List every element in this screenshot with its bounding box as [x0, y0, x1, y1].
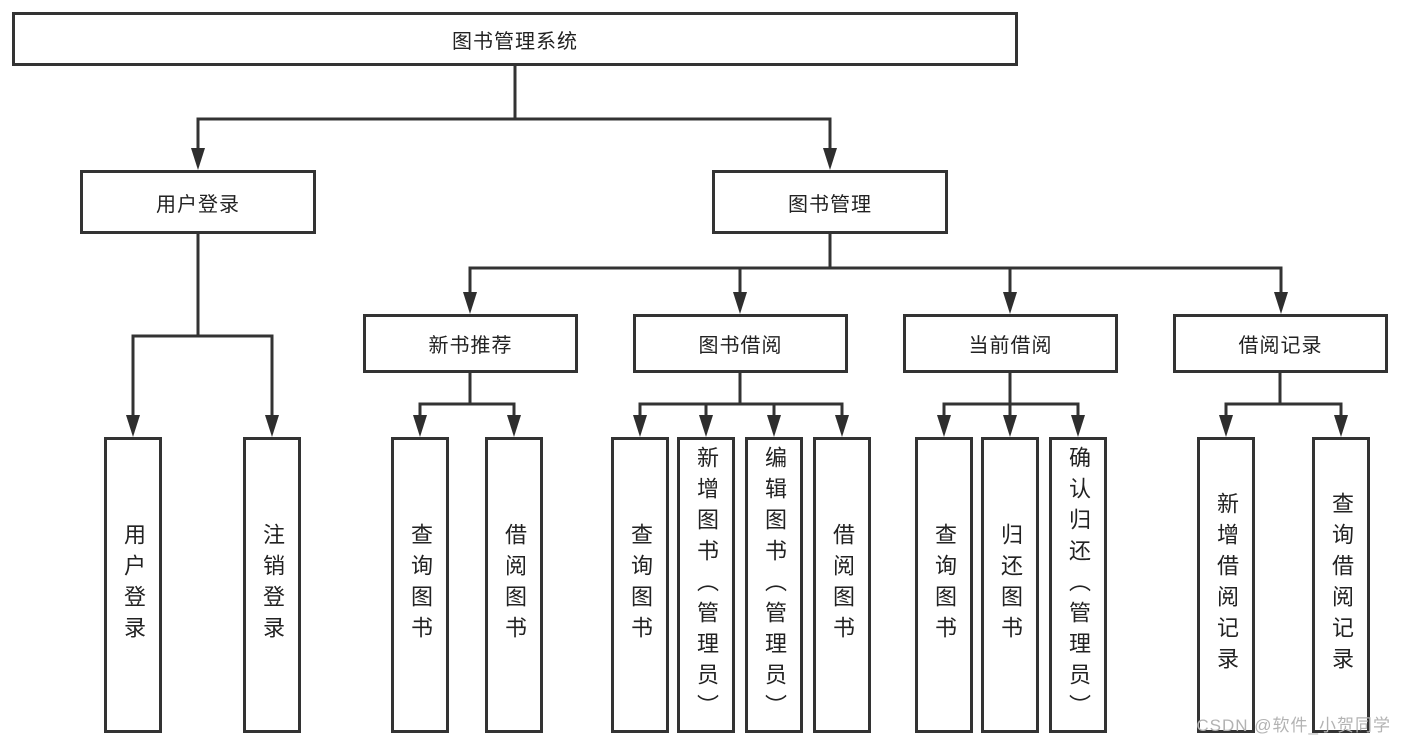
leaf-return-books: 归还图书: [981, 437, 1039, 733]
node-borrow-record: 借阅记录: [1173, 314, 1388, 373]
leaf-borrow-books-2-label: 借阅图书: [830, 523, 855, 647]
leaf-borrow-books-2: 借阅图书: [813, 437, 871, 733]
leaf-query-books-2: 查询图书: [611, 437, 669, 733]
leaf-query-books-3: 查询图书: [915, 437, 973, 733]
leaf-query-books-1-label: 查询图书: [408, 523, 433, 647]
leaf-add-books: 新增图书（管理员）: [677, 437, 735, 733]
arrowhead: [823, 148, 837, 170]
leaf-confirm-return-label: 确认归还（管理员）: [1066, 445, 1091, 725]
arrowhead: [835, 415, 849, 437]
leaf-query-record-label: 查询借阅记录: [1329, 492, 1354, 678]
connector-borrowrecord-to-leaves: [1224, 373, 1343, 418]
node-root: 图书管理系统: [12, 12, 1018, 66]
connector-userlogin-to-leaves: [131, 234, 274, 418]
arrowhead: [1334, 415, 1348, 437]
leaf-borrow-books-1: 借阅图书: [485, 437, 543, 733]
leaf-query-books-2-label: 查询图书: [628, 523, 653, 647]
arrowhead-layer: [126, 148, 1348, 437]
connector-root-to-level2: [196, 66, 832, 150]
leaf-user-login: 用户登录: [104, 437, 162, 733]
leaf-logout: 注销登录: [243, 437, 301, 733]
arrowhead: [1071, 415, 1085, 437]
arrowhead: [699, 415, 713, 437]
node-book-borrow-label: 图书借阅: [698, 335, 783, 357]
node-book-mgmt: 图书管理: [712, 170, 948, 234]
leaf-borrow-books-1-label: 借阅图书: [502, 523, 527, 647]
node-user-login-label: 用户登录: [156, 193, 240, 216]
connector-newbookrec-to-leaves: [418, 373, 516, 418]
arrowhead: [126, 415, 140, 437]
arrowhead: [733, 292, 747, 314]
leaf-query-books-1: 查询图书: [391, 437, 449, 733]
leaf-query-books-3-label: 查询图书: [932, 523, 957, 647]
leaf-edit-books: 编辑图书（管理员）: [745, 437, 803, 733]
node-book-mgmt-label: 图书管理: [788, 193, 872, 216]
arrowhead: [1003, 292, 1017, 314]
arrowhead: [413, 415, 427, 437]
leaf-add-books-label: 新增图书（管理员）: [694, 445, 719, 725]
arrowhead: [265, 415, 279, 437]
arrowhead: [633, 415, 647, 437]
watermark: CSDN @软件_小贺同学: [1196, 716, 1391, 735]
node-user-login: 用户登录: [80, 170, 316, 234]
node-new-book-recommend: 新书推荐: [363, 314, 578, 373]
leaf-return-books-label: 归还图书: [998, 523, 1023, 647]
node-book-borrow: 图书借阅: [633, 314, 848, 373]
leaf-query-record: 查询借阅记录: [1312, 437, 1370, 733]
arrowhead: [767, 415, 781, 437]
arrowhead: [1003, 415, 1017, 437]
connector-currentborrow-to-leaves: [942, 373, 1080, 418]
connector-bookmgmt-to-level3: [468, 234, 1283, 295]
node-root-label: 图书管理系统: [452, 30, 578, 53]
arrowhead: [1274, 292, 1288, 314]
leaf-add-record-label: 新增借阅记录: [1214, 492, 1239, 678]
leaf-user-login-label: 用户登录: [121, 523, 146, 647]
arrowhead: [1219, 415, 1233, 437]
arrowhead: [937, 415, 951, 437]
arrowhead: [191, 148, 205, 170]
arrowhead: [507, 415, 521, 437]
leaf-confirm-return: 确认归还（管理员）: [1049, 437, 1107, 733]
node-new-book-recommend-label: 新书推荐: [428, 335, 513, 357]
node-current-borrow-label: 当前借阅: [968, 335, 1053, 357]
arrowhead: [463, 292, 477, 314]
leaf-add-record: 新增借阅记录: [1197, 437, 1255, 733]
connector-bookborrow-to-leaves: [638, 373, 844, 418]
node-borrow-record-label: 借阅记录: [1238, 335, 1323, 357]
leaf-logout-label: 注销登录: [260, 523, 285, 647]
node-current-borrow: 当前借阅: [903, 314, 1118, 373]
leaf-edit-books-label: 编辑图书（管理员）: [762, 445, 787, 725]
